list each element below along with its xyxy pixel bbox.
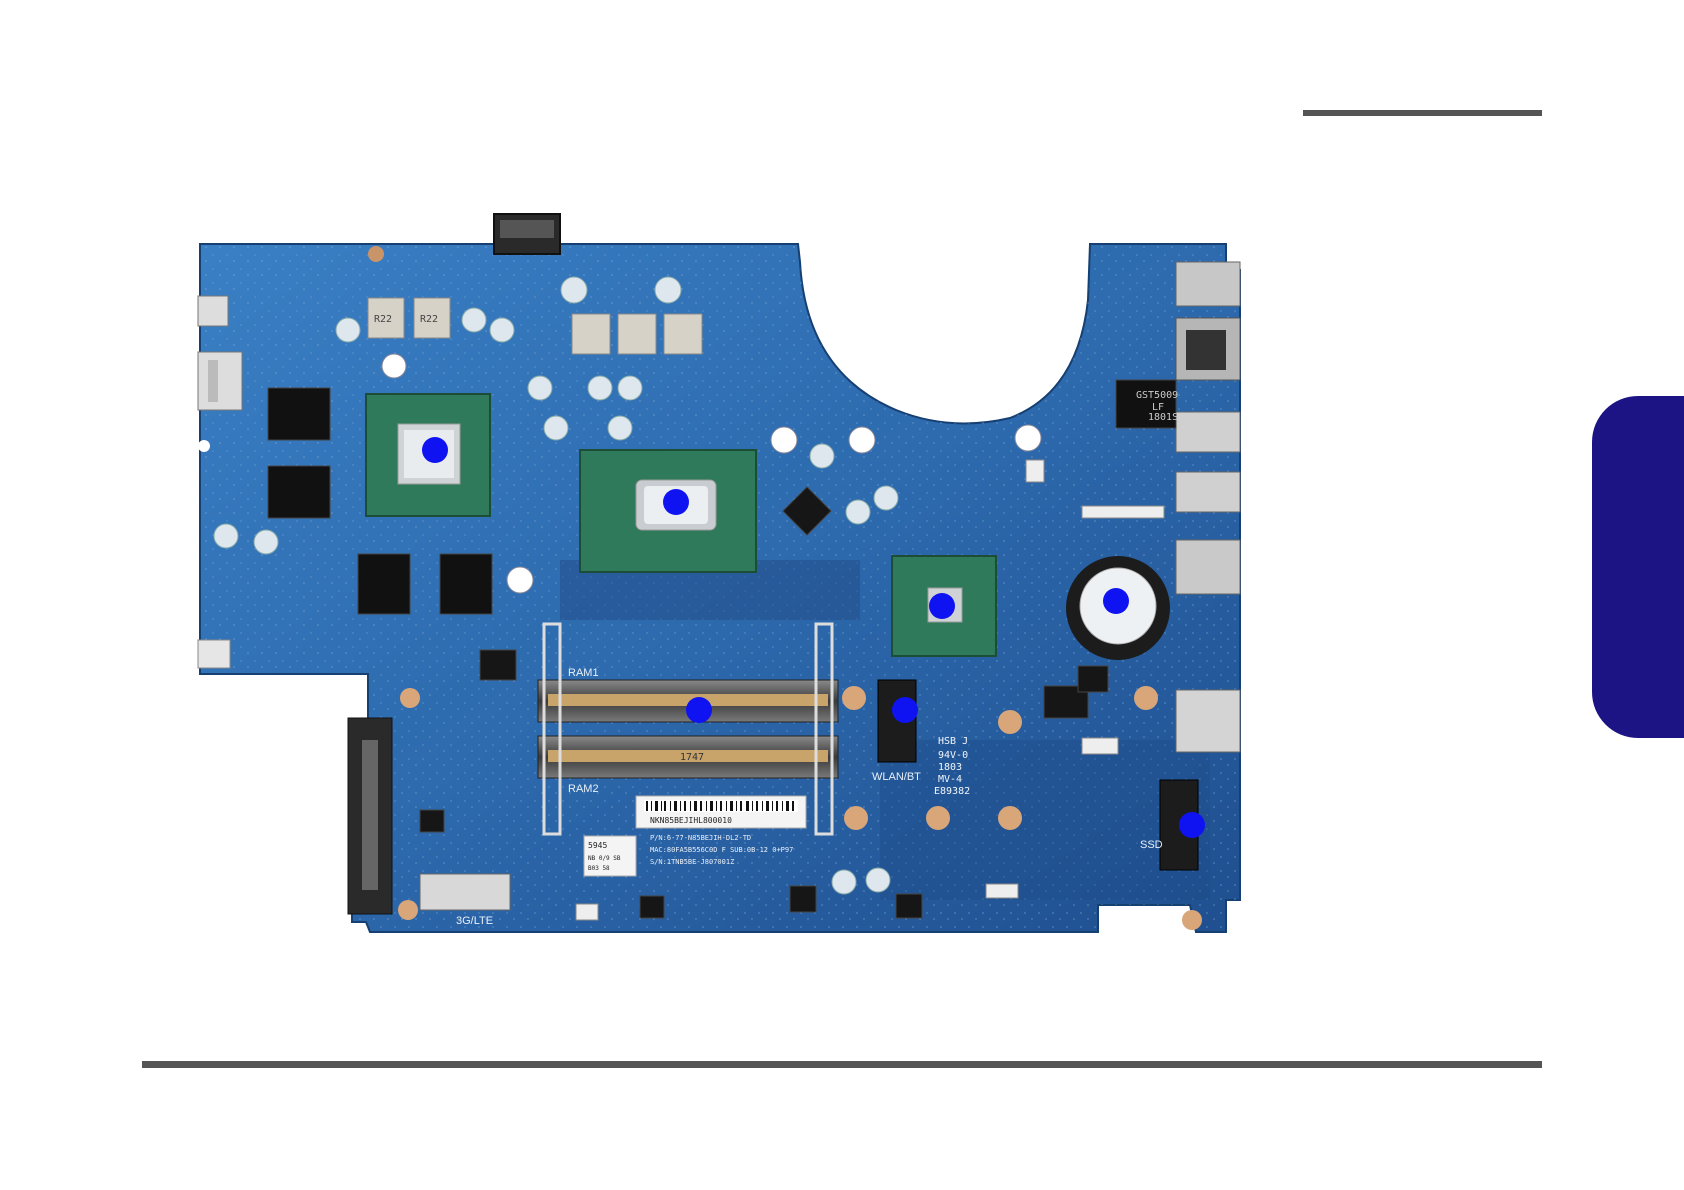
pch-marker xyxy=(929,593,955,619)
sticker-line: MAC:80FA5B556C0D F SUB:0B-12 0+P97 xyxy=(650,846,793,854)
ssd-slot-marker xyxy=(1179,812,1205,838)
cmos-battery-marker xyxy=(1103,588,1129,614)
cert-line: MV-4 xyxy=(938,774,962,785)
small-label-line: NB 0/9 SB xyxy=(588,855,621,862)
small-label: 5945 NB 0/9 SB B03 58 xyxy=(584,836,636,876)
wlan-bt-label: WLAN/BT xyxy=(872,771,921,783)
vram-chip xyxy=(440,554,492,614)
wlan-slot-marker xyxy=(892,697,918,723)
ram1-label: RAM1 xyxy=(568,667,599,679)
cert-line: 94V-0 xyxy=(938,750,968,761)
sticker-line: S/N:1TNB5BE-J807001Z xyxy=(650,858,734,866)
vram-chip xyxy=(268,388,330,440)
cert-line: E89382 xyxy=(934,786,970,797)
ssd-label: SSD xyxy=(1140,839,1163,851)
sticker-barcode-text: NKN85BEJIHL800010 xyxy=(650,816,732,825)
gpu-marker xyxy=(422,437,448,463)
vram-chip xyxy=(358,554,410,614)
chapter-side-tab xyxy=(1592,396,1684,738)
small-label-line: B03 58 xyxy=(588,865,610,872)
footer-rule xyxy=(142,1061,1542,1068)
sticker-line: P/N:6-77-N85BEJIH-DL2-TD xyxy=(650,834,751,842)
cert-line: HSB J xyxy=(938,736,968,747)
lte-label: 3G/LTE xyxy=(456,915,493,927)
inductor-label: R22 xyxy=(374,314,392,325)
header-rule xyxy=(1303,110,1542,116)
cpu-marker xyxy=(663,489,689,515)
lan-chip-label: GST5009 xyxy=(1136,390,1178,401)
small-label-line: 5945 xyxy=(588,841,607,850)
lan-chip-label: 1801S xyxy=(1148,412,1178,423)
vram-chip xyxy=(268,466,330,518)
ram-slots-marker xyxy=(686,697,712,723)
ram2-label: RAM2 xyxy=(568,783,599,795)
cert-line: 1803 xyxy=(938,762,962,773)
dimm-code: 1747 xyxy=(680,752,704,763)
inductor-label: R22 xyxy=(420,314,438,325)
mainboard-photo: R22 R22 xyxy=(190,206,1250,946)
